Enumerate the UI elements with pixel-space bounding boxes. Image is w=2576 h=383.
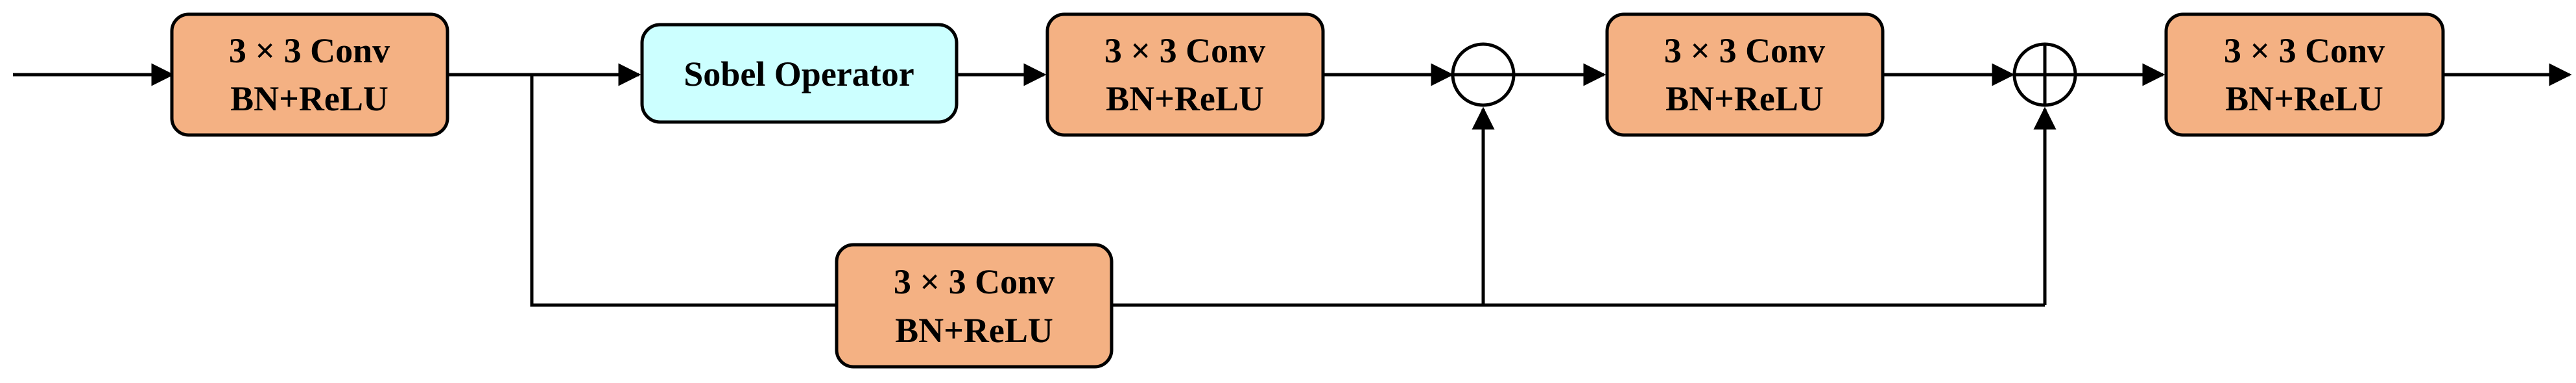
plus-icon — [2014, 44, 2075, 105]
conv-branch-block-line2: BN+ReLU — [895, 311, 1053, 350]
add-operator — [2012, 42, 2077, 107]
conv-block-2-line1: 3 × 3 Conv — [1104, 31, 1265, 70]
conv-block-4: 3 × 3 Conv BN+ReLU — [2164, 12, 2445, 137]
conv-block-3: 3 × 3 Conv BN+ReLU — [1605, 12, 1885, 137]
conv-block-3-line1: 3 × 3 Conv — [1664, 31, 1825, 70]
conv-block-4-line2: BN+ReLU — [2225, 79, 2383, 118]
connections — [13, 63, 2572, 307]
sobel-operator-block: Sobel Operator — [640, 23, 959, 124]
skip-branch-to-conv-branch — [530, 75, 837, 307]
conv-branch-block: 3 × 3 Conv BN+ReLU — [835, 243, 1114, 369]
conv-block-4-box — [2164, 12, 2445, 137]
sobel-operator-box — [640, 23, 959, 124]
conv-block-1-line1: 3 × 3 Conv — [229, 31, 390, 70]
conv-block-2-box — [1045, 12, 1325, 137]
conv-block-3-line2: BN+ReLU — [1665, 79, 1824, 118]
conv-block-1: 3 × 3 Conv BN+ReLU — [170, 12, 449, 137]
conv-block-2: 3 × 3 Conv BN+ReLU — [1045, 12, 1325, 137]
subtract-operator — [1451, 42, 1516, 107]
sobel-operator-label: Sobel Operator — [684, 55, 914, 93]
conv-branch-block-box — [835, 243, 1114, 369]
conv-block-4-line1: 3 × 3 Conv — [2224, 31, 2385, 70]
conv-block-3-box — [1605, 12, 1885, 137]
conv-block-1-line2: BN+ReLU — [230, 79, 388, 118]
conv-branch-block-line1: 3 × 3 Conv — [894, 262, 1055, 301]
conv-block-2-line2: BN+ReLU — [1106, 79, 1264, 118]
conv-block-1-box — [170, 12, 449, 137]
